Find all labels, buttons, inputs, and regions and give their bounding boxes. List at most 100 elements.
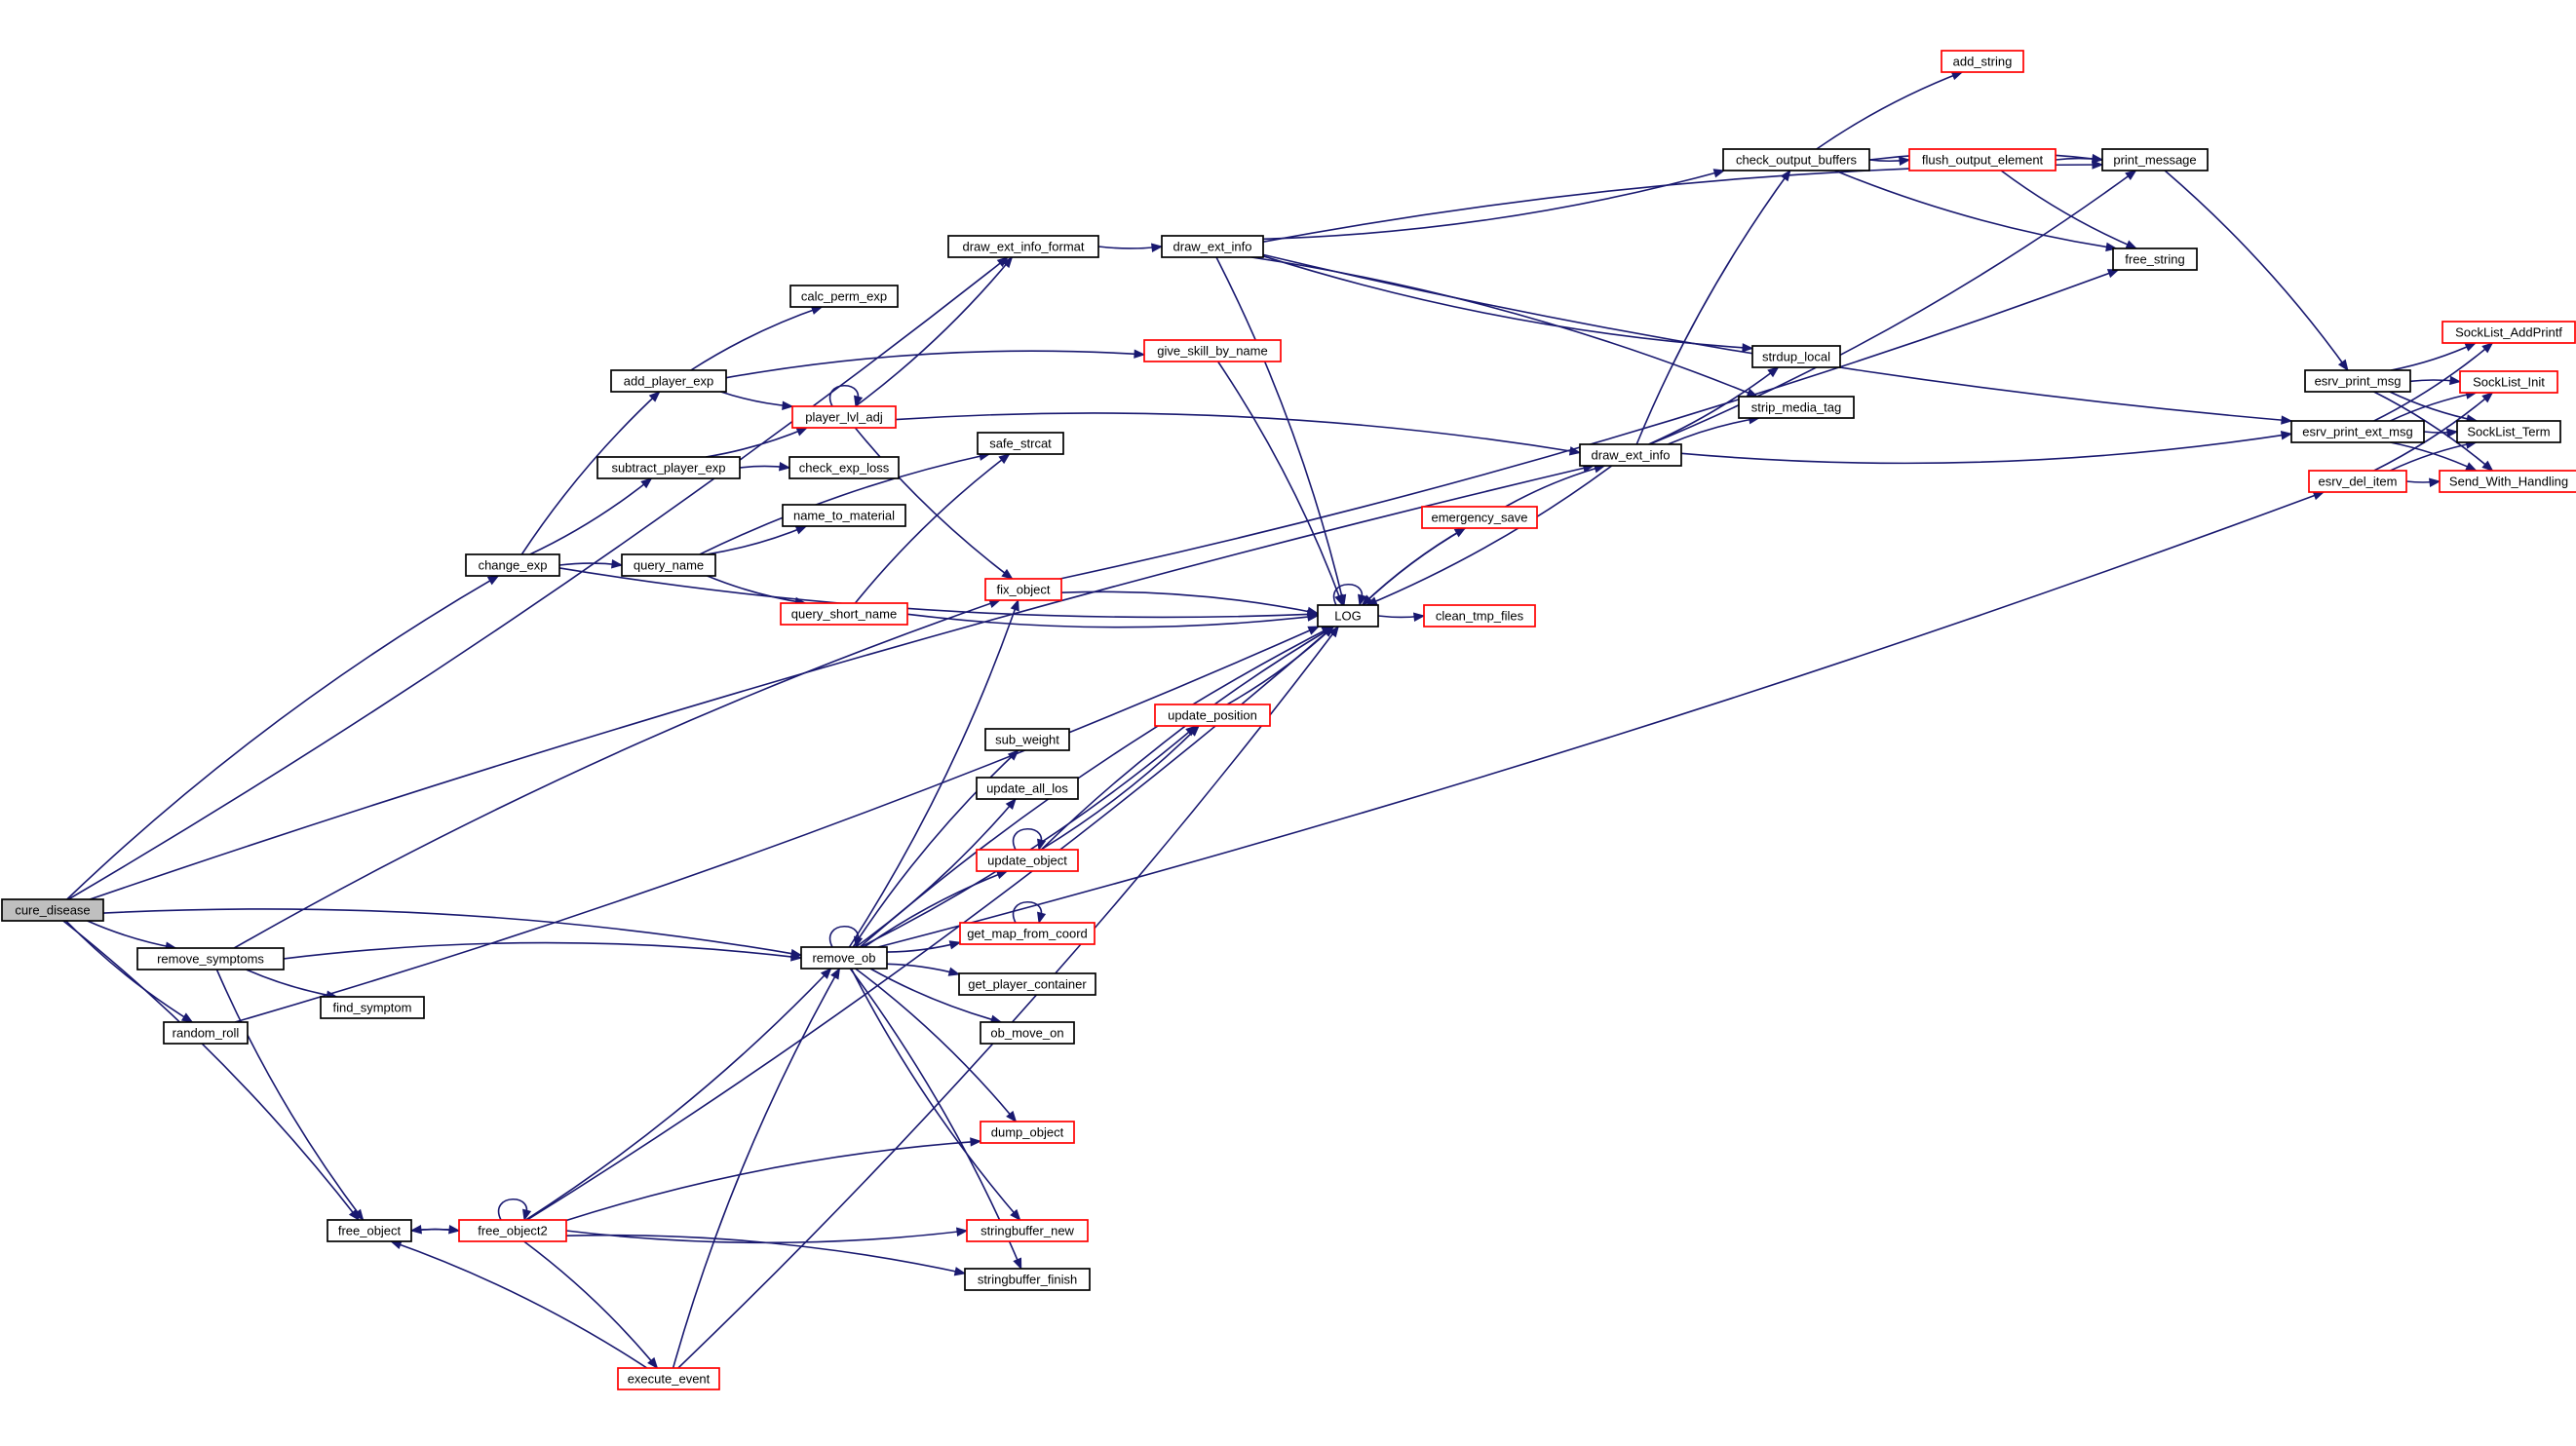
node-find-symptom[interactable]: find_symptom	[320, 996, 425, 1019]
edge-arrowhead	[1780, 169, 1791, 182]
node-remove-ob[interactable]: remove_ob	[800, 946, 888, 970]
node-label: query_name	[634, 558, 704, 573]
node-box	[782, 504, 906, 527]
edge-print-message-to-esrv-print-msg	[2164, 170, 2349, 372]
node-update-object[interactable]: update_object	[976, 849, 1079, 872]
node-esrv-del-item[interactable]: esrv_del_item	[2308, 470, 2407, 493]
edge-arrowhead	[2337, 359, 2349, 372]
edge-fix-object-to-log	[1060, 590, 1320, 617]
node-draw-ext-info-2[interactable]: draw_ext_info	[1579, 443, 1682, 467]
edge-emergency-save-to-log	[1361, 527, 1466, 606]
edge-line	[520, 391, 661, 555]
node-remove-symptoms[interactable]: remove_symptoms	[136, 947, 285, 970]
node-box	[2459, 370, 2558, 394]
node-label: check_exp_loss	[799, 461, 890, 476]
edge-line	[1834, 170, 2117, 249]
node-esrv-print-msg[interactable]: esrv_print_msg	[2304, 369, 2411, 393]
node-sub-weight[interactable]: sub_weight	[984, 728, 1070, 751]
node-box	[2308, 470, 2407, 493]
edge-line	[558, 567, 1319, 619]
node-box	[2101, 148, 2209, 171]
node-safe-strcat[interactable]: safe_strcat	[977, 432, 1064, 455]
edge-remove-ob-to-fix-object	[848, 598, 1019, 948]
node-get-map-from-coord[interactable]: get_map_from_coord	[959, 922, 1096, 945]
edge-line	[66, 575, 499, 900]
edge-free-object2-to-remove-ob	[524, 968, 832, 1221]
node-subtract-player-exp[interactable]: subtract_player_exp	[596, 456, 741, 479]
node-ob-move-on[interactable]: ob_move_on	[980, 1021, 1075, 1045]
edge-arrowhead	[1307, 626, 1321, 635]
node-box	[2304, 369, 2411, 393]
edge-draw-ext-info-1-to-check-output-buffers	[1262, 169, 1726, 241]
edge-draw-ext-info-2-to-print-message	[1649, 170, 2137, 445]
node-draw-ext-info[interactable]: draw_ext_info	[1161, 235, 1264, 258]
edge-arrowhead	[1742, 343, 1754, 353]
node-label: add_player_exp	[624, 374, 714, 389]
node-check-exp-loss[interactable]: check_exp_loss	[788, 456, 900, 479]
node-draw-ext-info-format[interactable]: draw_ext_info_format	[947, 235, 1099, 258]
edge-esrv-del-item-to-socklist-init	[2373, 392, 2494, 472]
edge-arrowhead	[2280, 431, 2293, 440]
node-socklist-init[interactable]: SockList_Init	[2459, 370, 2558, 394]
node-stringbuffer-finish[interactable]: stringbuffer_finish	[964, 1268, 1091, 1291]
node-change-exp[interactable]: change_exp	[465, 553, 560, 577]
edge-line	[1060, 590, 1319, 615]
node-box	[964, 1268, 1091, 1291]
node-free-string[interactable]: free_string	[2112, 247, 2198, 271]
node-player-lvl-adj[interactable]: player_lvl_adj	[791, 405, 897, 429]
node-update-position[interactable]: update_position	[1154, 704, 1271, 727]
edge-line	[1040, 626, 1335, 851]
node-dump-object[interactable]: dump_object	[980, 1121, 1075, 1144]
node-get-player-container[interactable]: get_player_container	[958, 972, 1096, 996]
node-emergency-save[interactable]: emergency_save	[1421, 506, 1538, 529]
edge-arrowhead	[2092, 160, 2104, 170]
node-label: add_string	[1953, 55, 2013, 69]
node-check-output-buffers[interactable]: check_output_buffers	[1722, 148, 1870, 171]
edge-subtract-player-exp-to-check-exp-loss	[739, 462, 791, 472]
node-free-object2[interactable]: free_object2	[458, 1219, 567, 1242]
node-give-skill-by-name[interactable]: give_skill_by_name	[1143, 339, 1282, 362]
node-box	[800, 946, 888, 970]
edge-esrv-del-item-to-send-with-handling	[2405, 477, 2441, 487]
node-clean-tmp-files[interactable]: clean_tmp_files	[1423, 604, 1536, 628]
node-print-message[interactable]: print_message	[2101, 148, 2209, 171]
node-update-all-los[interactable]: update_all_los	[976, 777, 1079, 800]
edge-arrowhead	[1899, 156, 1911, 166]
node-box	[1579, 443, 1682, 467]
node-random-roll[interactable]: random_roll	[163, 1021, 249, 1045]
node-execute-event[interactable]: execute_event	[617, 1367, 720, 1390]
node-stringbuffer-new[interactable]: stringbuffer_new	[966, 1219, 1089, 1242]
node-esrv-print-ext-msg[interactable]: esrv_print_ext_msg	[2290, 420, 2425, 443]
node-calc-perm-exp[interactable]: calc_perm_exp	[789, 285, 899, 308]
node-label: flush_output_element	[1922, 153, 2044, 168]
node-label: clean_tmp_files	[1436, 609, 1524, 624]
node-fix-object[interactable]: fix_object	[984, 578, 1062, 601]
edge-remove-ob-to-remove-ob	[828, 926, 864, 949]
node-cure-disease[interactable]: cure_disease	[1, 898, 104, 922]
node-label: cure_disease	[15, 903, 90, 918]
node-socklist-addprintf[interactable]: SockList_AddPrintf	[2441, 321, 2576, 344]
edge-arrowhead	[1037, 838, 1047, 852]
node-free-object[interactable]: free_object	[327, 1219, 412, 1242]
edge-get-map-from-coord-to-get-map-from-coord	[1012, 901, 1047, 925]
node-strip-media-tag[interactable]: strip_media_tag	[1738, 396, 1855, 419]
node-box	[780, 602, 908, 626]
node-box	[789, 285, 899, 308]
node-add-string[interactable]: add_string	[1941, 50, 2024, 73]
edge-query-short-name-to-safe-strcat	[854, 453, 1011, 604]
node-flush-output-element[interactable]: flush_output_element	[1908, 148, 2057, 171]
node-name-to-material[interactable]: name_to_material	[782, 504, 906, 527]
edge-arrowhead	[830, 967, 841, 980]
edge-arrowhead	[1334, 593, 1344, 607]
node-socklist-term[interactable]: SockList_Term	[2456, 420, 2561, 443]
node-add-player-exp[interactable]: add_player_exp	[610, 369, 727, 393]
node-strdup-local[interactable]: strdup_local	[1751, 345, 1841, 368]
edge-line	[2373, 391, 2493, 472]
edge-free-object2-to-dump-object	[565, 1137, 982, 1222]
node-send-with-handling[interactable]: Send_With_Handling	[2439, 470, 2576, 493]
node-label: strdup_local	[1762, 350, 1830, 364]
node-label: free_string	[2125, 252, 2184, 267]
node-query-short-name[interactable]: query_short_name	[780, 602, 908, 626]
node-log[interactable]: LOG	[1317, 604, 1379, 628]
node-query-name[interactable]: query_name	[621, 553, 716, 577]
